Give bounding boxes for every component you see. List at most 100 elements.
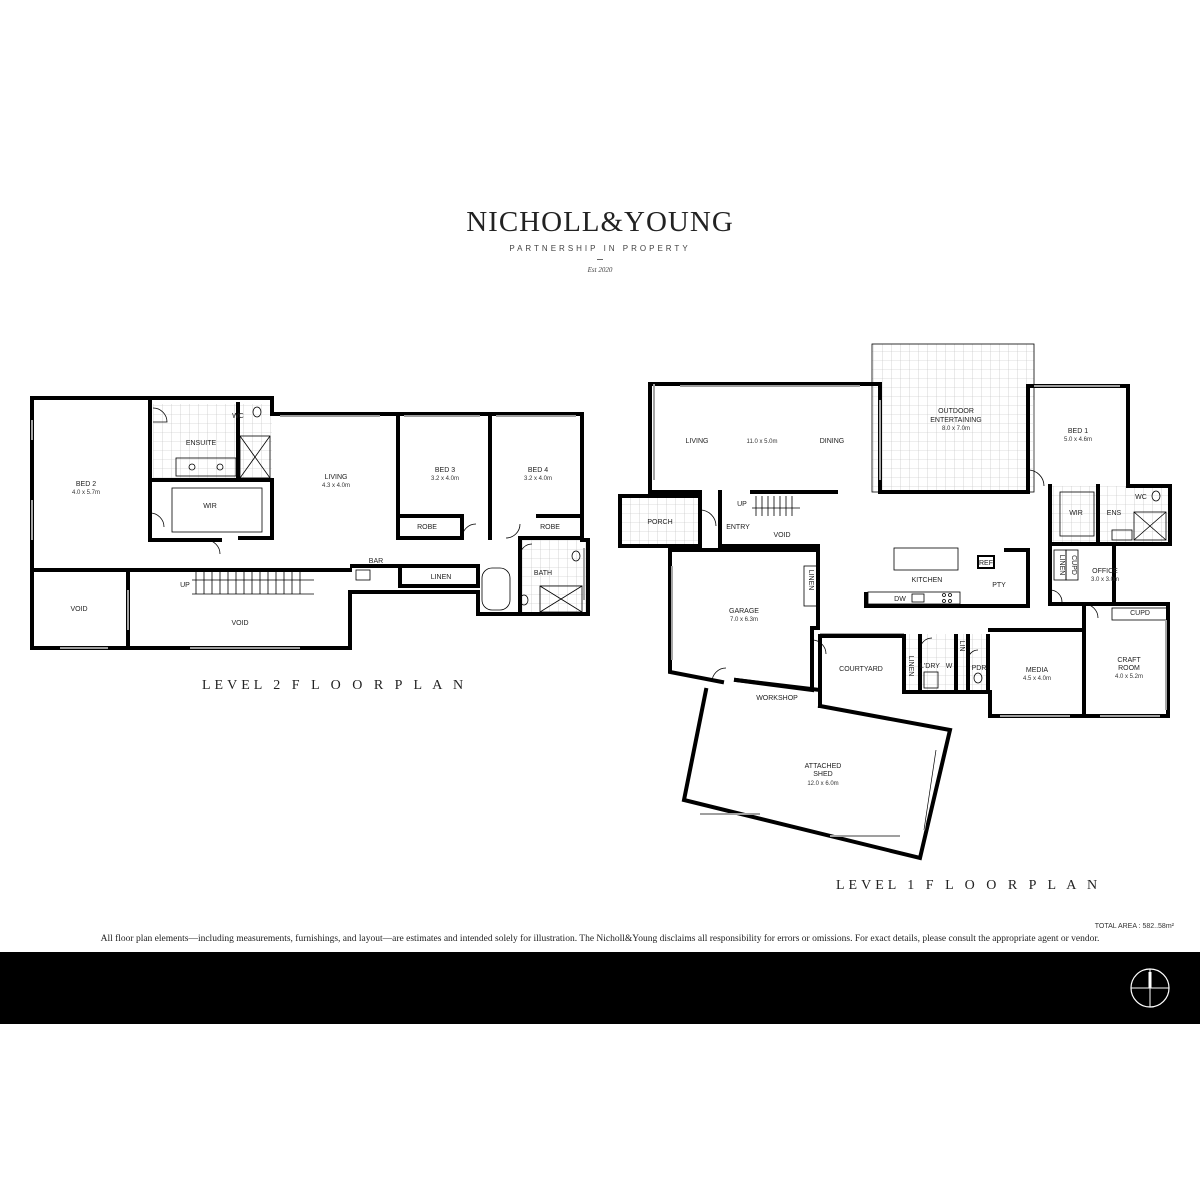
brand-established: Est 2020: [587, 266, 613, 274]
level2-door-wir: [149, 512, 165, 528]
level1-wir-joinery: [1059, 491, 1095, 537]
level1-ens-shower: [1133, 511, 1167, 541]
level1-living-dims: 11.0 x 5.0m: [747, 439, 778, 445]
level1-outdoor-label: OUTDOOR: [938, 408, 974, 415]
level1-pdr-label: PDR: [972, 665, 987, 672]
level2-bar-wall: [350, 564, 480, 588]
level1-porch-tiles: [620, 498, 700, 546]
level1-up-label: UP: [737, 501, 747, 508]
level1-void-label: VOID: [773, 532, 790, 539]
level1-kitchen-wall: [864, 548, 1030, 608]
level1-door-courtyard: [811, 639, 827, 655]
level1-craft-dims: 4.0 x 5.2m: [1115, 674, 1143, 680]
level1-pty-label: PTY: [992, 582, 1006, 589]
level1-kitchen-island: [893, 547, 959, 571]
level1-pdr-toilet: [973, 672, 983, 684]
level1-workshop-label: WORKSHOP: [756, 695, 798, 702]
level1-wc-label: WC: [1135, 494, 1147, 501]
level1-door-craft: [1083, 603, 1099, 619]
level2-robe4-label: ROBE: [540, 524, 560, 531]
level2-bath-toilet2: [519, 594, 529, 606]
level1-craft-label2: ROOM: [1118, 665, 1140, 672]
level2-bed4-label: BED 4: [528, 467, 548, 474]
level2-bed2-wall: [148, 396, 222, 542]
level2-living-dims: 4.3 x 4.0m: [322, 483, 350, 489]
level1-linen-b-label: LINEN: [907, 656, 914, 677]
level2-bath-tiles: [520, 540, 586, 612]
level1-shed-wall: [681, 687, 953, 861]
level1-office-wall: [1048, 542, 1116, 606]
level1-laundry-tiles: [902, 634, 988, 692]
level1-bed1-dims: 5.0 x 4.6m: [1064, 437, 1092, 443]
level2-wc-toilet: [252, 406, 262, 418]
brand-divider: [597, 259, 603, 260]
level2-void-left-label: VOID: [70, 606, 87, 613]
level2-bed2-dims: 4.0 x 5.7m: [72, 490, 100, 496]
level1-wir-label: WIR: [1069, 510, 1083, 517]
level1-shed-label: ATTACHED: [805, 763, 842, 770]
level1-shed-dims: 12.0 x 6.0m: [807, 781, 838, 787]
level2-wir-label: WIR: [203, 503, 217, 510]
level2-void-right-label: VOID: [231, 620, 248, 627]
level2-ensuite-tiles: [153, 404, 272, 480]
level1-linen-garage-label: LINEN: [807, 570, 814, 591]
level1-courtyard-label: COURTYARD: [839, 666, 883, 673]
level1-door-entry: [699, 509, 717, 527]
level2-bath-toilet: [571, 550, 581, 562]
level2-robe3: [396, 514, 464, 540]
level1-fridge: [977, 555, 995, 569]
level1-cupd-b-label: CUPD: [1130, 610, 1150, 617]
level2-title: LEVEL 2 F L O O R P L A N: [202, 678, 468, 693]
level1-door-office: [1049, 589, 1063, 603]
level2-linen-label: LINEN: [431, 574, 452, 581]
level1-craft-label: CRAFT: [1117, 657, 1141, 664]
level1-lin-label: LIN: [958, 641, 965, 652]
level1-w-label: W: [946, 663, 953, 670]
level1-kitchen-label: KITCHEN: [912, 577, 943, 584]
level1-ref-label: REF: [979, 560, 993, 567]
level2-bed3-dims: 3.2 x 4.0m: [431, 476, 459, 482]
level2-bath-shower: [539, 585, 583, 613]
level2-door-bath: [519, 543, 533, 557]
level2-robe3-label: ROBE: [417, 524, 437, 531]
level1-title: LEVEL 1 F L O O R P L A N: [836, 878, 1102, 893]
level2-linen-wall: [398, 564, 480, 588]
level1-laundry-walls: [902, 634, 990, 694]
brand-tagline: PARTNERSHIP IN PROPERTY: [509, 244, 691, 253]
level1-garage-label: GARAGE: [729, 608, 759, 615]
level1-kitchen-bench: [867, 591, 961, 605]
level1-media-dims: 4.5 x 4.0m: [1023, 676, 1051, 682]
compass-icon: [1130, 968, 1170, 1008]
level2-door-bed2: [205, 539, 221, 555]
level1-cupd-a-label: CUPD: [1070, 555, 1077, 575]
level2-bed2-label: BED 2: [76, 481, 96, 488]
level1-stairs: [752, 496, 800, 516]
level1-porch-wall: [618, 494, 702, 548]
level1-outdoor-dims: 8.0 x 7.0m: [942, 426, 970, 432]
level1-door-bed1: [1027, 469, 1045, 487]
level2-stairs: [192, 572, 314, 595]
level1-living-west-wall: [648, 382, 702, 494]
level1-wc-toilet: [1151, 490, 1161, 502]
level1-door-garage: [711, 667, 727, 683]
level1-workshop-wall: [733, 677, 822, 708]
level2-shower: [239, 435, 271, 479]
level1-bed1-label: BED 1: [1068, 428, 1088, 435]
level1-ensuite-tiles: [1052, 486, 1168, 542]
level2-bathtub: [481, 567, 511, 611]
level1-door-ldry: [919, 637, 933, 651]
level2-ensuite-wall: [148, 478, 274, 540]
level2-door-bed4: [505, 523, 521, 539]
level1-door-pdr: [967, 649, 979, 661]
level1-dw-label: DW: [894, 596, 906, 603]
level2-living-label: LIVING: [325, 474, 348, 481]
level2-bed4-dims: 3.2 x 4.0m: [524, 476, 552, 482]
level1-outdoor-label2: ENTERTAINING: [930, 417, 981, 424]
level1-office-label: OFFICE: [1092, 568, 1118, 575]
level2-vanity: [175, 457, 237, 477]
level2-ensuite-label: ENSUITE: [186, 440, 217, 447]
level1-linen-a-label: LINEN: [1058, 555, 1065, 576]
level1-ens-label: ENS: [1107, 510, 1122, 517]
level1-media-label: MEDIA: [1026, 667, 1049, 674]
